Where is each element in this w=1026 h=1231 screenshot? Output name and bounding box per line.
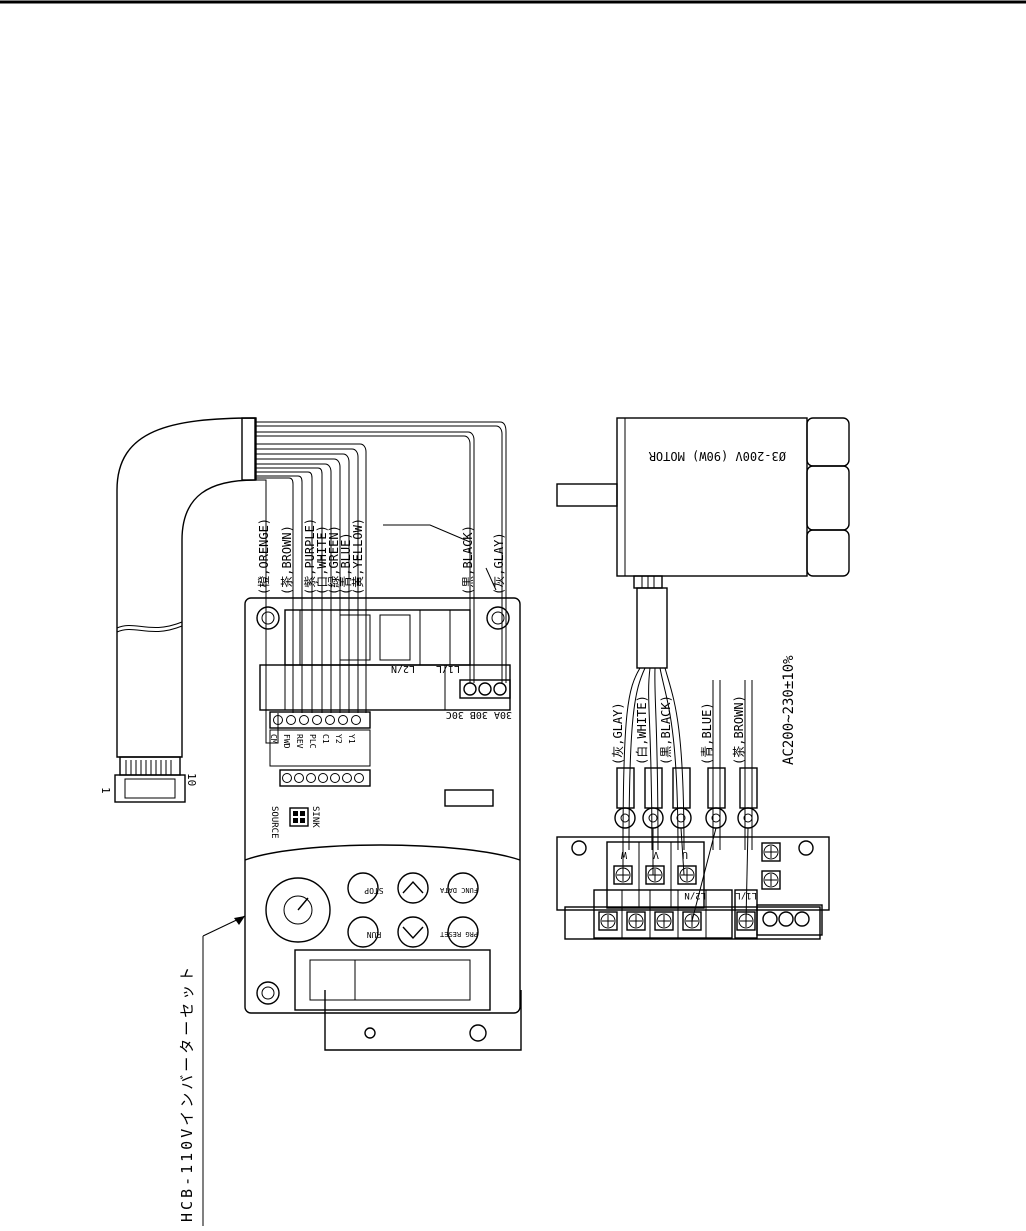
inverter-l2n-label: L2/N [391, 663, 415, 674]
connector-pin-1-label: 1 [99, 787, 112, 794]
ctrl-label-5: C1 [321, 734, 330, 744]
run-button-label: RUN [367, 930, 382, 939]
motor-label: Ø3-200V (90W) MOTOR [648, 449, 786, 463]
motor: Ø3-200V (90W) MOTOR [556, 417, 850, 669]
relay-terminal-label: 30A 30B 30C [446, 709, 512, 720]
run-button[interactable] [347, 916, 379, 948]
harness-connector: 1 10 [99, 756, 198, 803]
func-button-label: FUNC DATA [439, 886, 478, 894]
wire-label-green: (緑,GREEN) [326, 525, 341, 595]
motor-wire-label-brown: (茶,BROWN) [731, 695, 746, 765]
supply-voltage-label: AC200~230±10% [781, 655, 797, 765]
prg-button-label: PRG RESET [439, 930, 478, 938]
wire-label-yellow: (黄,YELLOW) [351, 518, 365, 595]
inverter-unit: L2/N L1/L 30A 30B 30C CM FWD REV PLC C1 … [244, 597, 522, 1051]
ctrl-label-6: Y2 [334, 734, 343, 744]
wire-label-glay: (灰,GLAY) [492, 532, 506, 595]
ctrl-label-1: CM [269, 734, 278, 744]
wire-label-black: (黒,BLACK) [461, 525, 475, 595]
ctrl-label-7: Y1 [347, 734, 356, 744]
terminal-feed-wires [622, 827, 749, 922]
set-label: HCB-110Vインバーターセット [178, 964, 196, 1222]
wire-label-purple: (紫,PURPLE) [303, 518, 317, 595]
stop-button[interactable] [347, 872, 379, 904]
source-sink-switch[interactable] [289, 807, 309, 827]
switch-sink-label: SINK [310, 806, 320, 828]
wire-label-brown: (茶,BROWN) [279, 525, 294, 595]
motor-wire-label-white: (白,WHITE) [634, 695, 649, 765]
ring-lugs [614, 767, 759, 829]
stop-button-label: STOP [364, 886, 383, 895]
wire-label-blue: (青,BLUE) [339, 532, 353, 595]
harness-wires [256, 421, 507, 744]
motor-wire-labels: (灰,GLAY) (白,WHITE) (黒,BLACK) (青,BLUE) (茶… [611, 655, 797, 765]
terminal-block-detail: W V U L2/N L1/L [556, 836, 830, 940]
up-button[interactable] [397, 872, 429, 904]
frequency-knob[interactable] [265, 877, 331, 943]
inverter-wire-labels: (橙,ORENGE) (茶,BROWN) (紫,PURPLE) (白,WHITE… [256, 518, 506, 595]
func-data-button[interactable] [447, 872, 479, 904]
motor-wire-label-blue: (青,BLUE) [700, 702, 714, 765]
wire-label-white: (白,WHITE) [314, 525, 329, 595]
detail-l2n-label: L2/N [684, 890, 706, 900]
switch-source-label: SOURCE [269, 806, 279, 839]
ctrl-label-4: PLC [308, 734, 317, 749]
terminal-u-label: U [682, 849, 688, 860]
set-label-group: HCB-110Vインバーターセット [178, 915, 246, 1226]
motor-wire-label-black: (黒,BLACK) [659, 695, 673, 765]
ctrl-label-2: FWD [282, 734, 291, 749]
inverter-l1l-label: L1/L [436, 663, 460, 674]
wire-label-orenge: (橙,ORENGE) [256, 518, 271, 595]
ctrl-label-3: REV [295, 734, 304, 749]
prg-reset-button[interactable] [447, 916, 479, 948]
down-button[interactable] [397, 916, 429, 948]
motor-wire-label-glay: (灰,GLAY) [611, 702, 625, 765]
wire-harness: 1 10 [99, 417, 257, 803]
connector-pin-10-label: 10 [185, 773, 198, 786]
terminal-v-label: V [653, 849, 659, 860]
